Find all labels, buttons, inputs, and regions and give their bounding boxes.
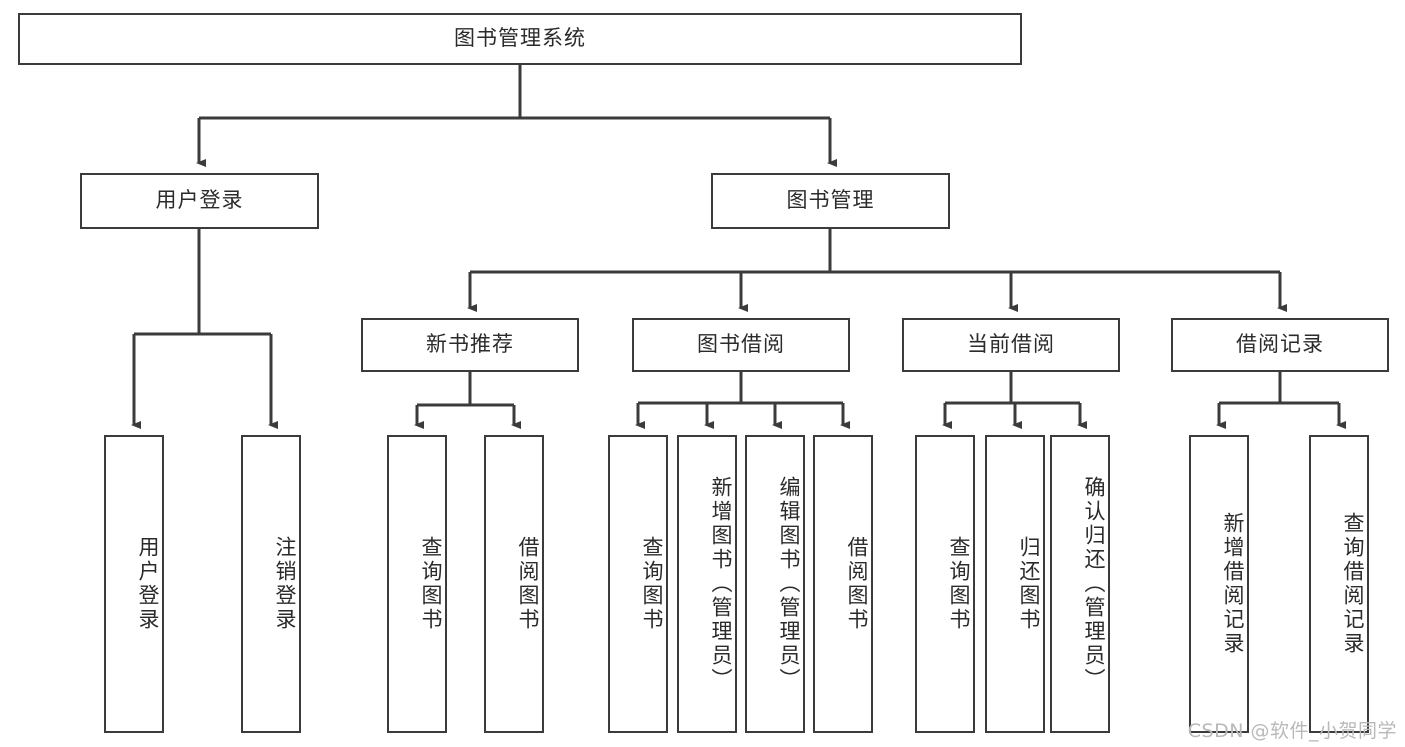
node-leaf-query-book-new-label: 查询图书 [419, 536, 443, 632]
node-leaf-query-book-current[interactable]: 查询图书 [915, 435, 975, 733]
node-leaf-query-book-borrow[interactable]: 查询图书 [608, 435, 668, 733]
node-leaf-add-book-admin-label: 新增图书（管理员） [709, 476, 733, 692]
node-user-login-label: 用户登录 [155, 188, 244, 213]
node-leaf-borrow-book-label: 借阅图书 [845, 536, 869, 632]
node-leaf-borrow-book-new-label: 借阅图书 [516, 536, 540, 632]
node-leaf-query-book-new[interactable]: 查询图书 [387, 435, 447, 733]
node-book-borrow[interactable]: 图书借阅 [632, 318, 850, 372]
node-borrow-records-label: 借阅记录 [1236, 332, 1324, 357]
node-book-management[interactable]: 图书管理 [711, 173, 950, 229]
node-leaf-user-login-label: 用户登录 [136, 536, 160, 632]
node-book-management-label: 图书管理 [786, 188, 875, 213]
node-leaf-confirm-return-admin[interactable]: 确认归还（管理员） [1050, 435, 1110, 733]
node-leaf-user-logout[interactable]: 注销登录 [241, 435, 301, 733]
node-leaf-return-book-label: 归还图书 [1017, 536, 1041, 632]
node-leaf-confirm-return-admin-label: 确认归还（管理员） [1082, 476, 1106, 692]
node-leaf-user-login[interactable]: 用户登录 [104, 435, 164, 733]
node-leaf-query-borrow-record[interactable]: 查询借阅记录 [1309, 435, 1369, 733]
node-book-borrow-label: 图书借阅 [697, 332, 785, 357]
node-leaf-query-book-borrow-label: 查询图书 [640, 536, 664, 632]
node-leaf-query-book-current-label: 查询图书 [947, 536, 971, 632]
node-leaf-edit-book-admin[interactable]: 编辑图书（管理员） [745, 435, 805, 733]
node-leaf-return-book[interactable]: 归还图书 [985, 435, 1045, 733]
node-root[interactable]: 图书管理系统 [18, 13, 1022, 65]
node-leaf-borrow-book[interactable]: 借阅图书 [813, 435, 873, 733]
node-borrow-records[interactable]: 借阅记录 [1171, 318, 1389, 372]
node-leaf-add-book-admin[interactable]: 新增图书（管理员） [677, 435, 737, 733]
node-new-book-recommend-label: 新书推荐 [426, 332, 514, 357]
node-leaf-add-borrow-record-label: 新增借阅记录 [1221, 512, 1245, 656]
node-leaf-edit-book-admin-label: 编辑图书（管理员） [777, 476, 801, 692]
node-leaf-user-logout-label: 注销登录 [273, 536, 297, 632]
node-new-book-recommend[interactable]: 新书推荐 [361, 318, 579, 372]
node-leaf-query-borrow-record-label: 查询借阅记录 [1341, 512, 1365, 656]
node-current-borrow-label: 当前借阅 [967, 332, 1055, 357]
node-leaf-add-borrow-record[interactable]: 新增借阅记录 [1189, 435, 1249, 733]
watermark-text: CSDN @软件_小贺同学 [1187, 720, 1397, 742]
node-leaf-borrow-book-new[interactable]: 借阅图书 [484, 435, 544, 733]
node-root-label: 图书管理系统 [454, 26, 586, 51]
node-user-login[interactable]: 用户登录 [80, 173, 319, 229]
node-current-borrow[interactable]: 当前借阅 [902, 318, 1120, 372]
